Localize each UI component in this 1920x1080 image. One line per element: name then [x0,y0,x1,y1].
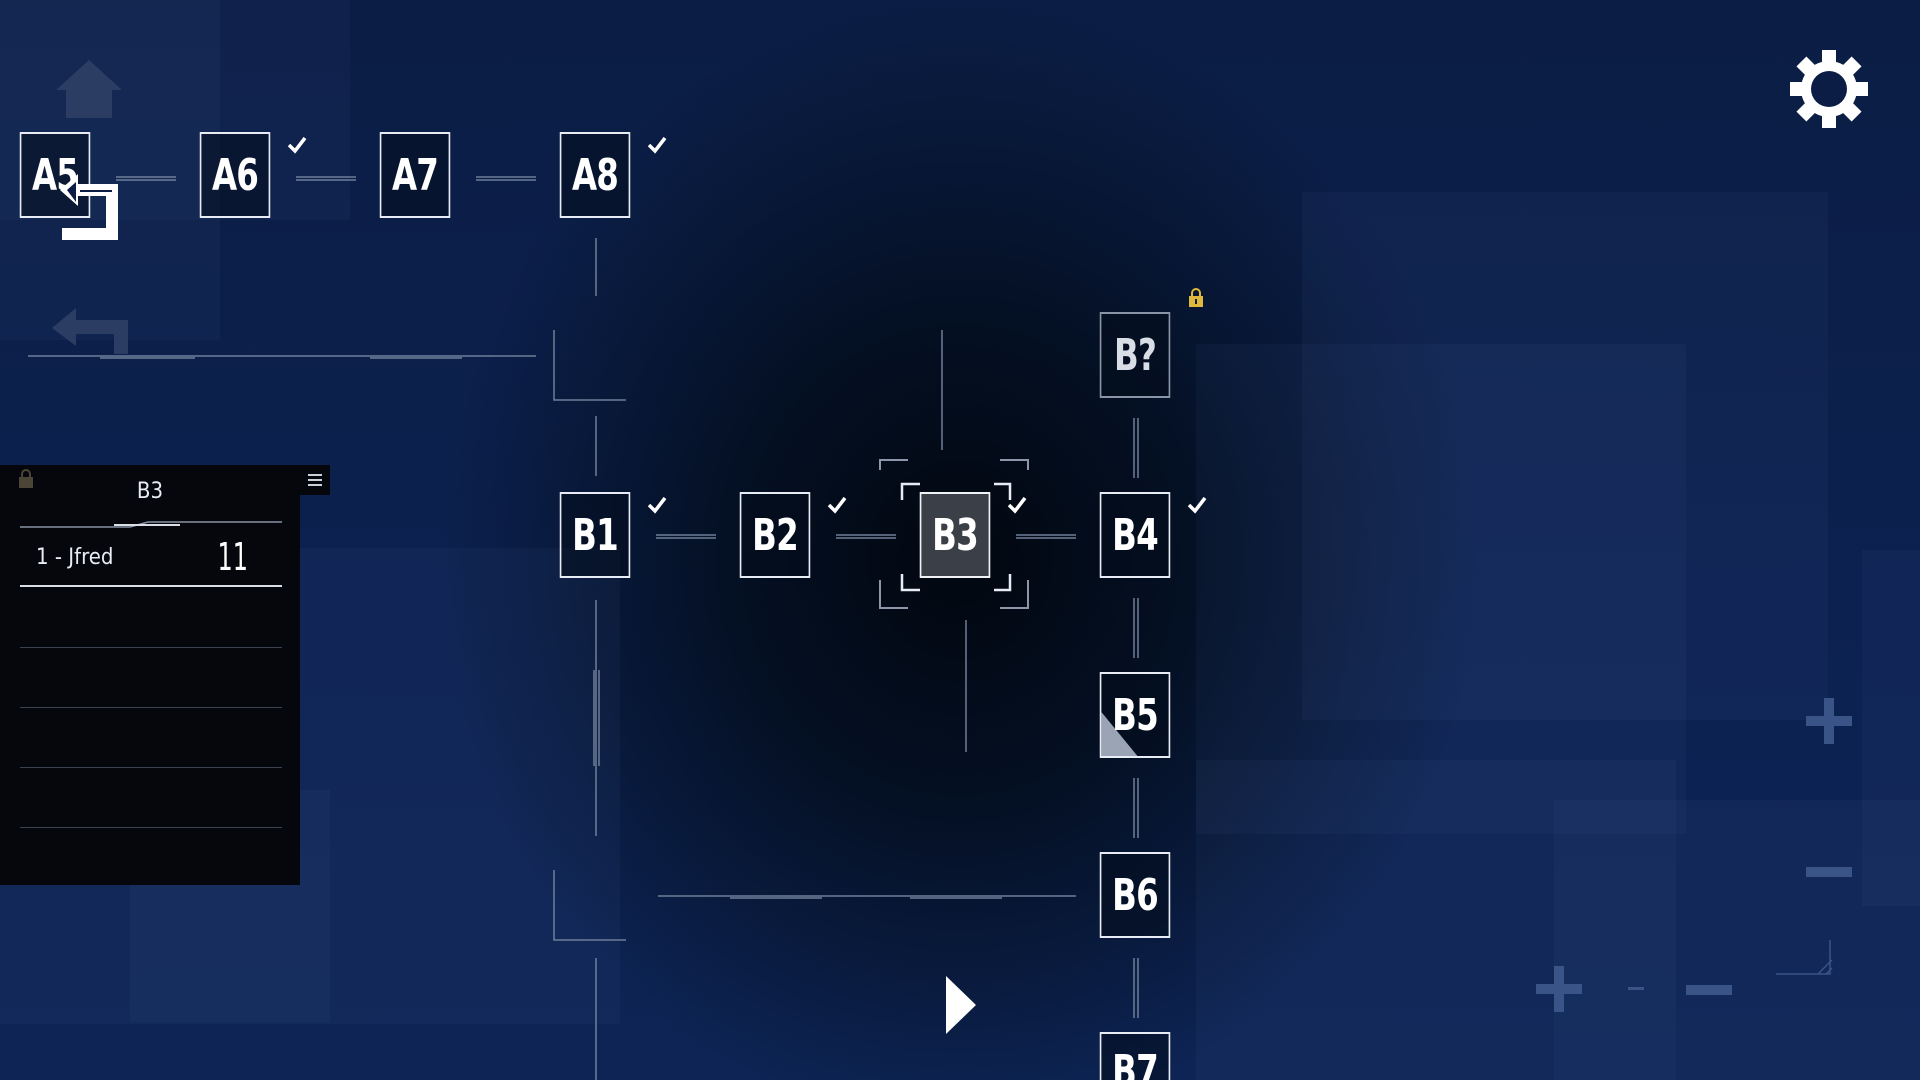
back-arrow-icon[interactable] [50,304,130,354]
lock-icon [1189,288,1203,307]
level-label: B6 [1112,869,1159,921]
level-node-b6[interactable]: B6 [1099,852,1171,938]
plus-icon[interactable] [1536,966,1582,1012]
menu-icon-bar [308,484,322,486]
background-panel [1196,344,1686,834]
leaderboard-row-empty [20,707,282,768]
level-node-a8[interactable]: A8 [559,132,631,218]
background-panel [1862,550,1920,906]
level-node-b2[interactable]: B2 [739,492,811,578]
checkmark-icon [647,496,667,514]
level-label: A7 [391,149,439,201]
checkmark-icon [1007,496,1027,514]
level-node-b7[interactable]: B7 [1099,1032,1171,1080]
level-label: B4 [1112,509,1159,561]
level-label: A8 [571,149,619,201]
player-name: 1 - Jfred [36,545,114,570]
play-icon[interactable] [944,974,978,1036]
checkmark-icon [827,496,847,514]
leaderboard-row-empty [20,587,282,648]
checkmark-icon [647,136,667,154]
level-node-b5[interactable]: B5 [1099,672,1171,758]
checkmark-icon [287,136,307,154]
title-underline [20,521,282,528]
menu-icon-bar [308,479,322,481]
player-score: 11 [217,535,248,579]
home-icon[interactable] [54,58,124,120]
return-icon[interactable] [58,172,122,242]
level-label: B1 [572,509,619,561]
minus-icon[interactable] [1686,982,1732,998]
minus-icon[interactable] [1806,864,1852,880]
level-node-b3[interactable]: B3 [919,492,991,578]
level-node-b1[interactable]: B1 [559,492,631,578]
level-label: B? [1114,329,1157,381]
lock-icon [19,469,33,488]
gear-icon[interactable] [1790,50,1868,128]
checkmark-icon [1187,496,1207,514]
level-node-b4[interactable]: B4 [1099,492,1171,578]
background-panel [1196,760,1676,1080]
leaderboard-row-empty [20,647,282,708]
level-node-a7[interactable]: A7 [379,132,451,218]
level-label: B5 [1112,689,1159,741]
leaderboard-menu-button[interactable] [300,465,330,495]
level-label: B2 [752,509,799,561]
progress-corner [1101,712,1138,756]
level-node-b-locked[interactable]: B? [1099,312,1171,398]
divider-icon [1628,987,1644,990]
level-label: B3 [932,509,979,561]
background-panel [1302,192,1828,720]
leaderboard-row-empty [20,767,282,828]
level-label: A6 [211,149,259,201]
plus-icon[interactable] [1806,698,1852,744]
menu-icon-bar [308,474,322,476]
background-panel [1554,800,1920,1080]
leaderboard-title: B3 [136,479,164,504]
leaderboard-panel: B3 1 - Jfred 11 [0,465,300,885]
level-label: B7 [1112,1046,1159,1080]
leaderboard-row: 1 - Jfred 11 [20,525,282,587]
level-node-a6[interactable]: A6 [199,132,271,218]
